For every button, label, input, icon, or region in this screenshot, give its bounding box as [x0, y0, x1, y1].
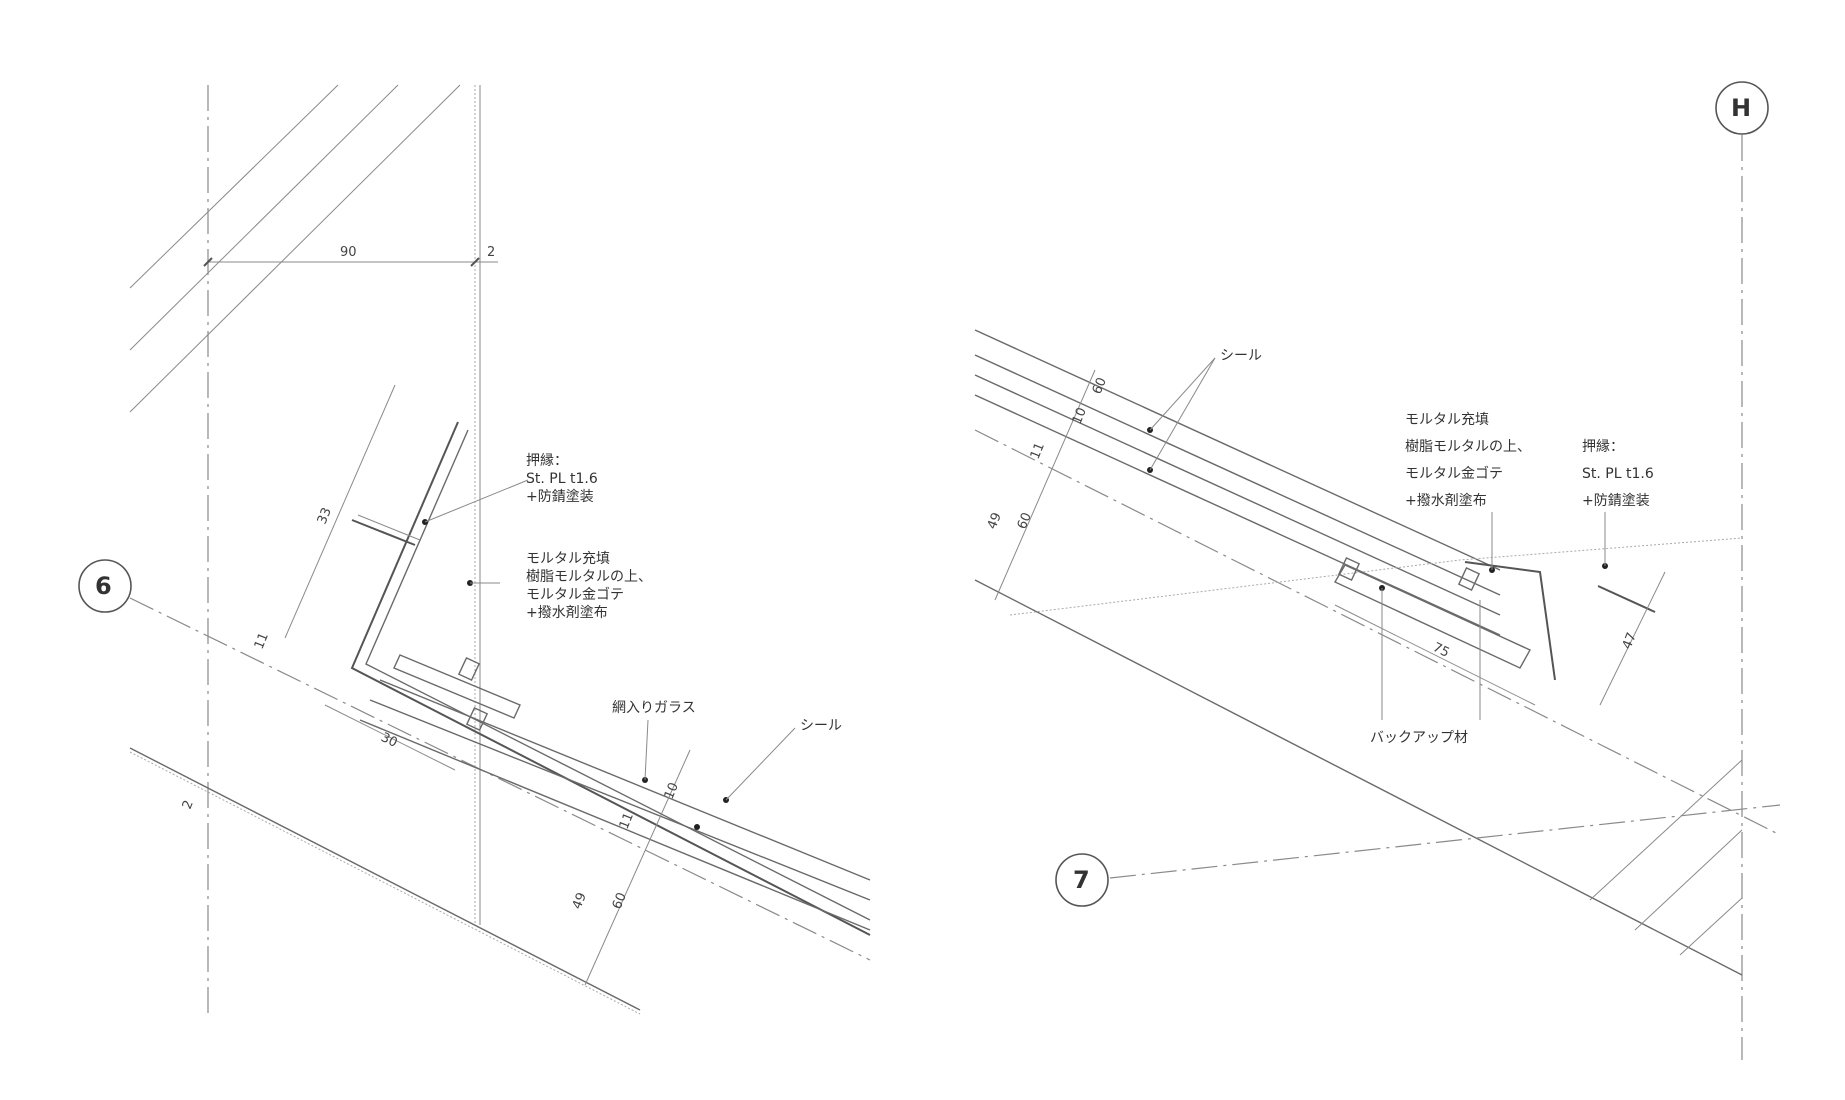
r-spacer-block — [1337, 556, 1361, 582]
floor-mortar-line — [129, 751, 641, 1015]
r-mortar-edge — [1009, 537, 1743, 616]
dim-60: 60 — [610, 891, 630, 912]
leader-seal — [725, 727, 796, 801]
dim-90: 90 — [340, 245, 357, 260]
grid-label-7: 7 — [1073, 866, 1090, 894]
dim-10: 10 — [662, 781, 682, 802]
r-screw-fastener — [1597, 585, 1656, 613]
r-glass-line-2 — [974, 354, 1501, 596]
r-label-mortar-1: モルタル充填 — [1405, 412, 1489, 428]
dim-line-30 — [324, 704, 456, 771]
label-mortar-3: モルタル金ゴテ — [526, 586, 624, 603]
left-detail: 90 2 33 11 30 10 11 49 60 2 — [78, 84, 871, 1015]
r-backup-block — [1334, 564, 1531, 669]
r-dim-10: 10 — [1070, 406, 1090, 427]
leader-oshibuchi — [424, 479, 529, 523]
dim-11: 11 — [252, 631, 272, 652]
r-dim-line — [994, 369, 1096, 601]
grid-bubble-H — [1715, 81, 1769, 135]
r-label-oshibuchi-2: St. PL t1.6 — [1582, 466, 1654, 482]
label-oshibuchi-1: 押縁： — [526, 453, 568, 469]
r-glass-line-4 — [974, 394, 1501, 636]
r-floor-line — [974, 579, 1743, 976]
grid-bubble-6 — [78, 559, 132, 613]
dim-2: 2 — [487, 245, 495, 260]
r-label-oshibuchi-3: +防錆塗装 — [1582, 492, 1650, 509]
r-dim-11: 11 — [1028, 441, 1048, 462]
grid-axis-6 — [129, 597, 871, 961]
glass-line-2 — [369, 699, 871, 901]
leader-dot — [694, 824, 700, 830]
label-oshibuchi-2: St. PL t1.6 — [526, 471, 598, 487]
r-dim-47: 47 — [1620, 631, 1640, 652]
r-dim-60b: 60 — [1015, 511, 1035, 532]
glass-line-3 — [359, 719, 871, 931]
hatch-line — [1589, 759, 1743, 901]
grid-label-H: H — [1731, 94, 1751, 122]
dim-30: 30 — [378, 730, 399, 751]
r-axis-diag — [974, 429, 1781, 836]
dim-49: 49 — [570, 891, 590, 912]
glass-line-1 — [379, 679, 871, 881]
setting-block — [393, 654, 521, 719]
dim-tick — [470, 257, 480, 267]
r-spacer-block — [1457, 566, 1481, 592]
grid-bubble-7 — [1055, 853, 1109, 907]
label-mortar-1: モルタル充填 — [526, 551, 610, 567]
right-detail: H 7 60 10 11 49 60 75 47 — [974, 81, 1781, 1060]
label-seal: シール — [800, 718, 842, 734]
label-mortar-4: +撥水剤塗布 — [526, 604, 608, 621]
r-glass-line-1 — [974, 329, 1501, 571]
r-label-mortar-2: 樹脂モルタルの上、 — [1405, 439, 1531, 455]
r-label-oshibuchi-1: 押縁： — [1582, 439, 1624, 455]
sash-frame-outer — [350, 421, 871, 936]
hatch-line — [1679, 897, 1743, 956]
r-dim-line-47 — [1599, 571, 1666, 706]
grid-axis-7 — [1109, 804, 1781, 879]
r-dim-75: 75 — [1430, 640, 1451, 661]
floor-line-lower — [129, 747, 641, 1011]
r-dim-line-75 — [1334, 604, 1536, 706]
screw-fastener — [351, 519, 416, 546]
label-mortar-2: 樹脂モルタルの上、 — [526, 569, 652, 585]
r-label-mortar-3: モルタル金ゴテ — [1405, 465, 1503, 482]
dim-2b: 2 — [180, 798, 197, 811]
hatch-line — [129, 84, 339, 289]
hatch-line — [1634, 829, 1743, 931]
r-label-mortar-4: +撥水剤塗布 — [1405, 492, 1487, 509]
spacer-block — [465, 706, 489, 732]
spacer-block — [457, 656, 481, 682]
grid-label-6: 6 — [95, 572, 112, 600]
r-label-seal: シール — [1220, 348, 1262, 364]
dim-tick — [203, 257, 213, 267]
r-leader-seal-2 — [1149, 357, 1216, 471]
r-glass-line-3 — [974, 374, 1501, 616]
hatch-line — [129, 84, 399, 351]
sash-frame-inner — [365, 429, 871, 921]
r-label-backup: バックアップ材 — [1370, 730, 1468, 746]
r-dim-49: 49 — [985, 511, 1005, 532]
label-glass: 網入りガラス — [612, 700, 696, 716]
leader-glass — [644, 719, 649, 781]
screw-thread — [357, 514, 421, 541]
dim-line-60 — [584, 749, 691, 986]
label-oshibuchi-3: +防錆塗装 — [526, 488, 594, 505]
r-frame — [1464, 561, 1556, 681]
hatch-line — [129, 84, 461, 413]
r-dim-60: 60 — [1090, 376, 1110, 397]
dim-11b: 11 — [617, 811, 637, 832]
dim-line-33 — [284, 384, 396, 639]
dim-33: 33 — [315, 506, 335, 527]
r-leader-seal-1 — [1149, 357, 1216, 431]
